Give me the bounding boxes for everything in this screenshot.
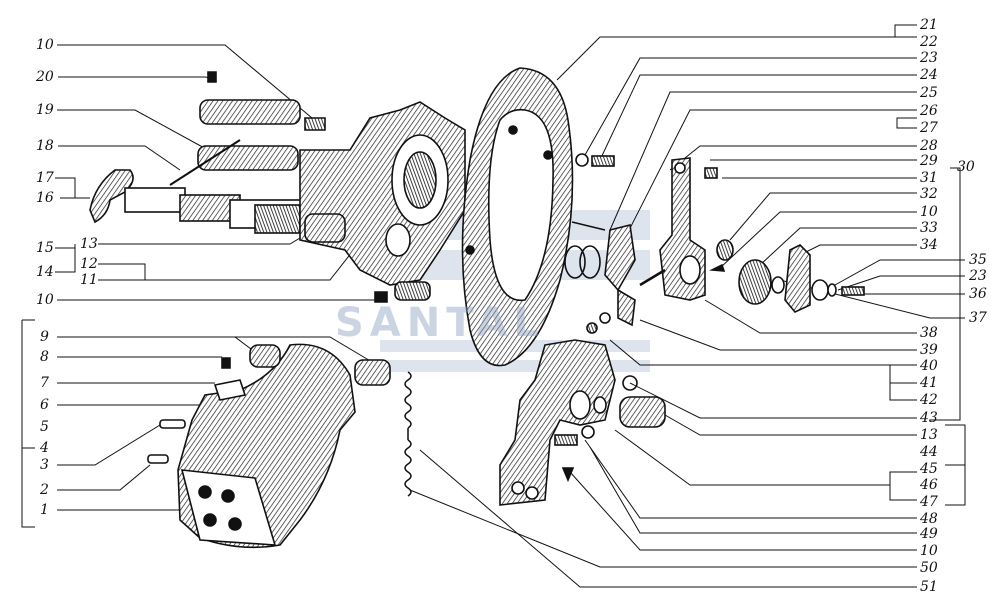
label-2: 2: [40, 482, 49, 498]
watermark: SANTAL: [335, 300, 545, 346]
label-42: 42: [920, 392, 938, 408]
label-28: 28: [920, 138, 938, 154]
backing-plate-part: [461, 67, 574, 367]
label-22: 22: [920, 34, 938, 50]
label-44: 44: [920, 444, 938, 460]
label-49: 49: [920, 526, 938, 542]
label-10-mid: 10: [36, 292, 54, 308]
label-35: 35: [969, 252, 987, 268]
label-13-left: 13: [80, 236, 98, 252]
label-24: 24: [920, 67, 938, 83]
slack-adjuster-part: [659, 157, 734, 301]
label-48: 48: [920, 511, 938, 527]
link-part: [586, 268, 666, 334]
label-50: 50: [920, 560, 938, 576]
label-7: 7: [40, 375, 49, 391]
label-19: 19: [36, 102, 54, 118]
label-4: 4: [40, 440, 49, 456]
bolt-set-part: [564, 153, 636, 292]
label-51: 51: [920, 579, 938, 595]
label-45: 45: [920, 461, 938, 477]
label-10-bottom: 10: [920, 543, 938, 559]
label-26: 26: [920, 103, 938, 119]
label-12: 12: [80, 256, 98, 272]
label-3: 3: [40, 457, 49, 473]
label-37: 37: [969, 310, 987, 326]
label-27: 27: [920, 120, 938, 136]
label-10-top: 10: [36, 37, 54, 53]
label-41: 41: [920, 375, 938, 391]
label-5: 5: [40, 419, 49, 435]
label-30: 30: [957, 159, 975, 175]
worm-gear-part: [738, 244, 865, 313]
label-40: 40: [920, 358, 938, 374]
label-21: 21: [920, 17, 938, 33]
label-34: 34: [920, 237, 938, 253]
label-33: 33: [920, 220, 938, 236]
label-11: 11: [80, 272, 98, 288]
label-13-right: 13: [920, 427, 938, 443]
label-16: 16: [36, 190, 54, 206]
label-18: 18: [36, 138, 54, 154]
label-46: 46: [920, 477, 938, 493]
pins-part: [169, 71, 326, 186]
brake-shoe-part: [147, 343, 391, 549]
label-32: 32: [920, 186, 938, 202]
label-15: 15: [36, 240, 54, 256]
label-25: 25: [920, 85, 938, 101]
label-20: 20: [36, 69, 54, 85]
label-1: 1: [40, 502, 49, 518]
label-38: 38: [920, 325, 938, 341]
label-14: 14: [36, 264, 54, 280]
leader-lines-right: [409, 24, 966, 588]
label-10-right: 10: [920, 204, 938, 220]
anchor-bracket-part: [499, 339, 666, 506]
label-36: 36: [969, 286, 987, 302]
label-43: 43: [920, 410, 938, 426]
label-8: 8: [40, 349, 49, 365]
label-31: 31: [920, 170, 938, 186]
springs-part: [404, 371, 412, 497]
housing-part: [299, 101, 466, 303]
label-23-top: 23: [920, 50, 938, 66]
label-39: 39: [920, 342, 938, 358]
label-17: 17: [36, 170, 54, 186]
label-47: 47: [920, 494, 938, 510]
label-9: 9: [40, 329, 49, 345]
label-29: 29: [920, 153, 938, 169]
camshaft-part: [89, 169, 306, 234]
label-6: 6: [40, 397, 49, 413]
label-23-right: 23: [969, 268, 987, 284]
